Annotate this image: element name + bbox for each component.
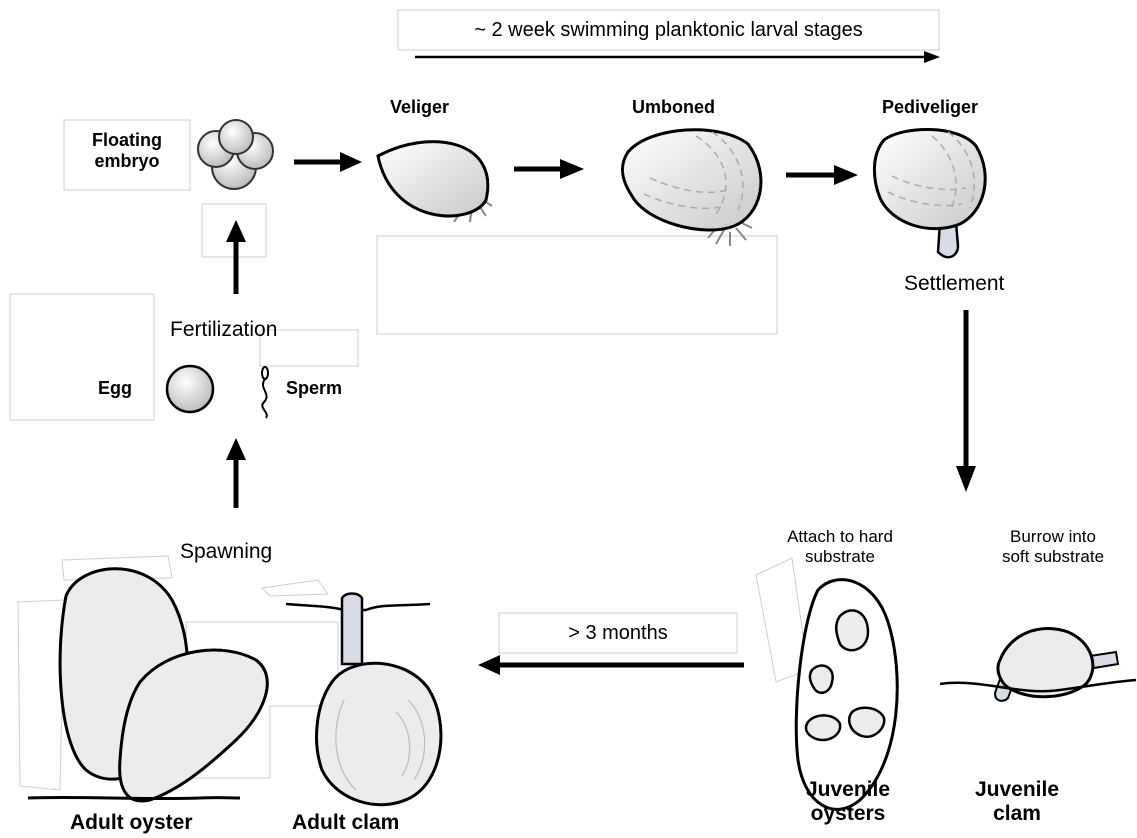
umboned-larva-icon [622,130,761,246]
larval-period-arrowhead [924,51,940,63]
adult-clam-label: Adult clam [292,811,399,835]
sperm-icon [262,367,268,418]
sperm-label: Sperm [286,378,342,399]
juvenile-clam-label: Juvenile clam [962,778,1072,826]
egg-label: Egg [98,378,132,399]
juvenile-oysters-label: Juvenile oysters [788,778,908,826]
juvenile-oysters-icon [796,580,897,810]
pediveliger-label: Pediveliger [882,97,978,118]
juvenile-clam-icon [940,628,1136,700]
fertilization-label: Fertilization [170,318,277,342]
floating-embryo-icon [198,120,273,189]
attach-hard-substrate-label: Attach to hard substrate [772,527,908,566]
umboned-label: Umboned [632,97,715,118]
veliger-label: Veliger [390,97,449,118]
veliger-larva-icon [378,142,492,222]
spawning-label: Spawning [180,540,272,564]
floating-embryo-label: Floating embryo [64,130,190,171]
egg-icon [167,366,213,412]
adult-oyster-icon [28,569,267,801]
settlement-label: Settlement [904,272,1004,296]
pediveliger-larva-icon [874,129,985,257]
adult-clam-icon [286,594,441,805]
adult-oyster-label: Adult oyster [70,811,193,835]
burrow-soft-substrate-label: Burrow into soft substrate [990,527,1116,566]
three-months-label: > 3 months [499,622,737,645]
larval-period-label: ~ 2 week swimming planktonic larval stag… [398,19,939,42]
